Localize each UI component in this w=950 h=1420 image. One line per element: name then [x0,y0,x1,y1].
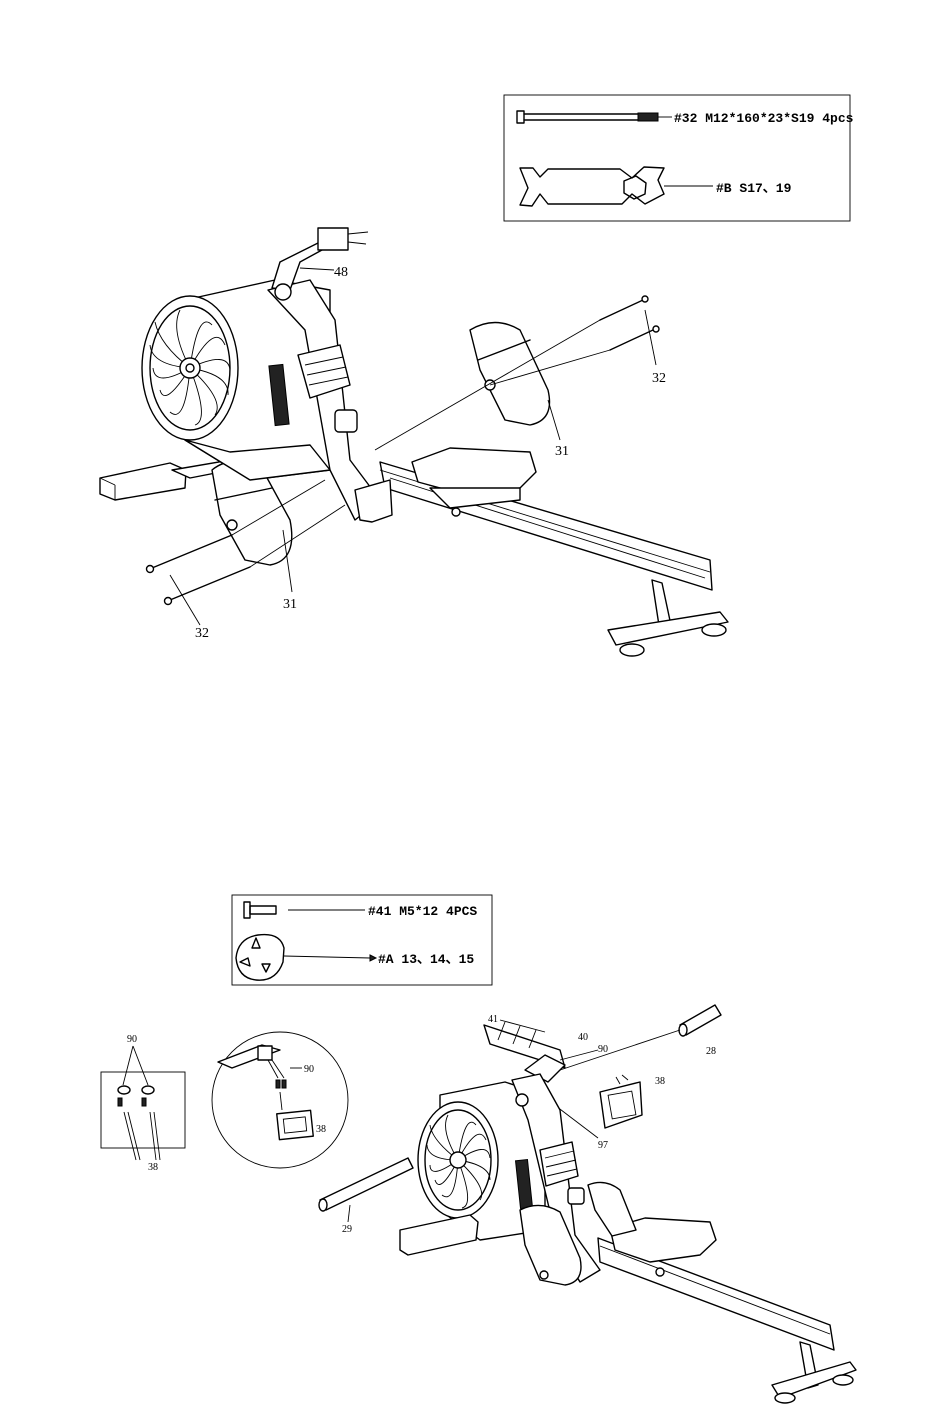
wrench-icon [520,167,713,206]
step2-rower: 41 40 90 38 28 97 [319,1005,856,1403]
step2-hardware-box: #41 M5*12 4PCS #A 13、14、15 [232,895,492,985]
bolt-icon [517,111,672,123]
step2-wire-inset: 90 38 [101,1034,185,1173]
tri-wrench-icon [236,935,376,981]
step1-rower: 48 [100,228,728,656]
callout-32-left: 32 [195,626,209,641]
callout-90-circle: 90 [304,1064,314,1075]
callout-90-main: 90 [598,1044,608,1055]
callout-97: 97 [598,1140,608,1151]
callout-29: 29 [342,1224,352,1235]
callout-38-main: 38 [655,1076,665,1087]
callout-90-inset: 90 [127,1034,137,1045]
callout-31-right: 31 [555,444,569,459]
bolt-spec: #32 M12*160*23*S19 4pcs [674,111,854,126]
screw-spec: #41 M5*12 4PCS [368,904,477,919]
callout-28: 28 [706,1046,716,1057]
callout-40: 40 [578,1032,588,1043]
wrench-spec: #B S17、19 [716,181,792,196]
screw-icon [244,902,365,918]
callout-38-inset: 38 [148,1162,158,1173]
tri-wrench-spec: #A 13、14、15 [378,952,474,967]
callout-32-right: 32 [652,371,666,386]
step1-hardware-box: #32 M12*160*23*S19 4pcs #B S17、19 [504,95,854,221]
callout-41: 41 [488,1014,498,1025]
step2-circle-detail: 90 38 [212,1032,348,1168]
callout-31-left: 31 [283,597,297,612]
callout-48: 48 [334,265,348,280]
callout-38-circle: 38 [316,1124,326,1135]
